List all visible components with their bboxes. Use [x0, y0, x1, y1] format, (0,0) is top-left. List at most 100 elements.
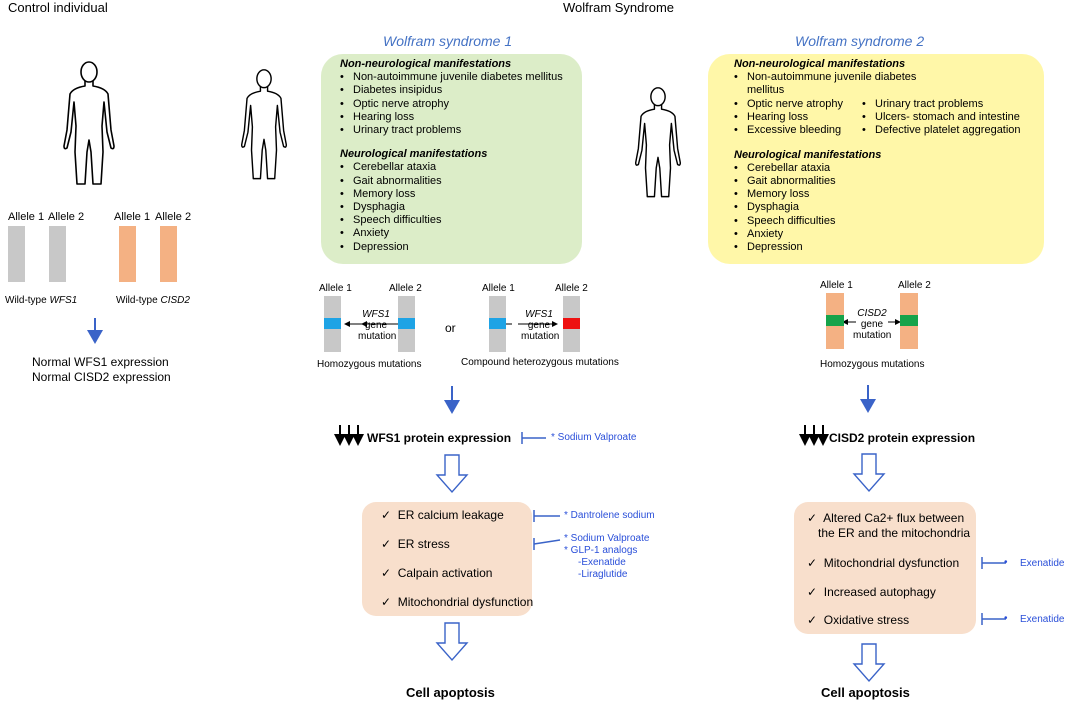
ws1-person-icon — [240, 69, 288, 180]
ws2-allele1-label: Allele 1 — [820, 280, 853, 291]
control-expr-wfs1: Normal WFS1 expression — [32, 355, 169, 369]
ws1-homo-allele1-label: Allele 1 — [319, 283, 352, 294]
ws2-block-arrow-icon — [852, 453, 886, 493]
ws1-comp-allele2-label: Allele 2 — [555, 283, 588, 294]
list-item: Defective platelet aggregation — [862, 124, 1021, 137]
ws1-drug-glp1: * GLP-1 analogs — [564, 545, 638, 556]
list-item: Memory loss — [340, 188, 563, 201]
control-allele2-label: Allele 2 — [48, 211, 85, 223]
ws1-block-arrow-icon — [435, 454, 469, 494]
list-item: Anxiety — [734, 228, 916, 241]
ws2-mutation1 — [826, 315, 844, 326]
ws2-title: Wolfram syndrome 2 — [795, 33, 925, 49]
list-item: Excessive bleeding — [734, 124, 843, 137]
ws2-drug-exenatide-2: Exenatide — [1020, 614, 1065, 625]
list-item: Depression — [340, 241, 563, 254]
ws1-step-2: ✓ ER stress — [381, 537, 450, 551]
ws1-comp-allele1-label: Allele 1 — [482, 283, 515, 294]
wolfram-header: Wolfram Syndrome — [563, 0, 675, 15]
ws1-cell-apoptosis: Cell apoptosis — [406, 685, 495, 700]
ws2-step-3: ✓ Increased autophagy — [807, 585, 936, 599]
list-item: Anxiety — [340, 227, 563, 240]
ws2-homo-caption: Homozygous mutations — [820, 359, 925, 370]
ws2-protein-expression: CISD2 protein expression — [829, 431, 976, 445]
ws1-comp-mutation2 — [563, 318, 580, 329]
list-item: Urinary tract problems — [340, 124, 563, 137]
ws1-drug-exenatide: -Exenatide — [578, 557, 626, 568]
ws2-cell-apoptosis: Cell apoptosis — [821, 685, 910, 700]
ws1-comp-mutation1 — [489, 318, 506, 329]
ws1-drug-dantrolene: * Dantrolene sodium — [564, 510, 655, 521]
ws2-mutation2 — [900, 315, 918, 326]
ws1-protein-expression: WFS1 protein expression — [367, 431, 512, 445]
ws2-step-4: ✓ Oxidative stress — [807, 613, 910, 627]
list-item: Hearing loss — [340, 111, 563, 124]
ws2-step-1: ✓ Altered Ca2+ flux between — [807, 511, 965, 525]
list-item: Ulcers- stomach and intestine — [862, 111, 1021, 124]
list-item: Speech difficulties — [340, 214, 563, 227]
ws1-homo-mutation1 — [324, 318, 341, 329]
ws1-manifestations: Non-neurological manifestations Non-auto… — [340, 58, 563, 254]
ws2-block-arrow-2-icon — [852, 643, 886, 683]
control-allele2b-label: Allele 2 — [155, 211, 192, 223]
ws1-comp-caption: Compound heterozygous mutations — [461, 357, 619, 368]
ws1-drug-valproate: * Sodium Valproate — [564, 533, 650, 544]
ws1-step-3: ✓ Calpain activation — [381, 566, 493, 580]
list-item: Non-autoimmune juvenile diabetes — [734, 71, 916, 84]
ws2-inhibitor-lines — [981, 557, 1006, 625]
control-wfs1-allele1 — [8, 226, 25, 282]
control-cisd2-allele1 — [119, 226, 136, 282]
ws1-homo-allele2-label: Allele 2 — [389, 283, 422, 294]
control-expr-cisd2: Normal CISD2 expression — [32, 370, 171, 384]
list-item: Optic nerve atrophy — [734, 98, 843, 111]
ws2-allele2-label: Allele 2 — [898, 280, 931, 291]
ws2-nonneuro-a-cont: mellitus — [747, 84, 785, 97]
ws2-manifestations: Non-neurological manifestations Non-auto… — [734, 58, 1021, 254]
list-item: Gait abnormalities — [340, 175, 563, 188]
list-item: Non-autoimmune juvenile diabetes mellitu… — [340, 71, 563, 84]
list-item: Memory loss — [734, 188, 916, 201]
ws1-drug-liraglutide: -Liraglutide — [578, 569, 628, 580]
ws1-protein-drug: * Sodium Valproate — [551, 432, 637, 443]
control-wt-wfs1-label: Wild-type WFS1 — [5, 295, 78, 306]
ws2-step-1-cont: the ER and the mitochondria — [818, 526, 971, 540]
ws2-step-2: ✓ Mitochondrial dysfunction — [807, 556, 960, 570]
ws1-neuro-heading: Neurological manifestations — [340, 148, 488, 161]
ws2-pathway-box — [794, 502, 976, 634]
list-item: Cerebellar ataxia — [734, 162, 916, 175]
ws2-decrease-arrows-icon — [799, 425, 829, 446]
ws1-inhibitor-lines — [521, 432, 561, 550]
control-header: Control individual — [8, 0, 108, 15]
ws2-drug-bullet-2: • — [1004, 613, 1008, 624]
control-wfs1-allele2 — [49, 226, 66, 282]
ws1-step-1: ✓ ER calcium leakage — [381, 508, 504, 522]
control-person-icon — [63, 61, 115, 185]
ws2-nonneuro-heading: Non-neurological manifestations — [734, 58, 906, 70]
list-item: Speech difficulties — [734, 215, 916, 228]
list-item: Dysphagia — [734, 201, 916, 214]
ws1-title: Wolfram syndrome 1 — [383, 33, 513, 49]
ws1-or-label: or — [445, 321, 456, 335]
ws1-step-4: ✓ Mitochondrial dysfunction — [381, 595, 534, 609]
list-item: Dysphagia — [340, 201, 563, 214]
list-item: Optic nerve atrophy — [340, 98, 563, 111]
ws1-homo-caption: Homozygous mutations — [317, 359, 422, 370]
control-wt-cisd2-label: Wild-type CISD2 — [116, 295, 190, 306]
ws2-drug-exenatide-1: Exenatide — [1020, 558, 1065, 569]
ws1-decrease-arrows-icon — [334, 425, 364, 446]
control-allele1-label: Allele 1 — [8, 211, 45, 223]
list-item: Urinary tract problems — [862, 98, 1021, 111]
list-item: Hearing loss — [734, 111, 843, 124]
ws1-homo-mutation2 — [398, 318, 415, 329]
ws1-nonneuro-heading: Non-neurological manifestations — [340, 58, 512, 70]
list-item: Gait abnormalities — [734, 175, 916, 188]
ws1-block-arrow-2-icon — [435, 622, 469, 662]
ws2-neuro-heading: Neurological manifestations — [734, 148, 882, 161]
list-item: Depression — [734, 241, 916, 254]
ws1-pathway-box — [362, 502, 532, 616]
control-allele1b-label: Allele 1 — [114, 211, 151, 223]
